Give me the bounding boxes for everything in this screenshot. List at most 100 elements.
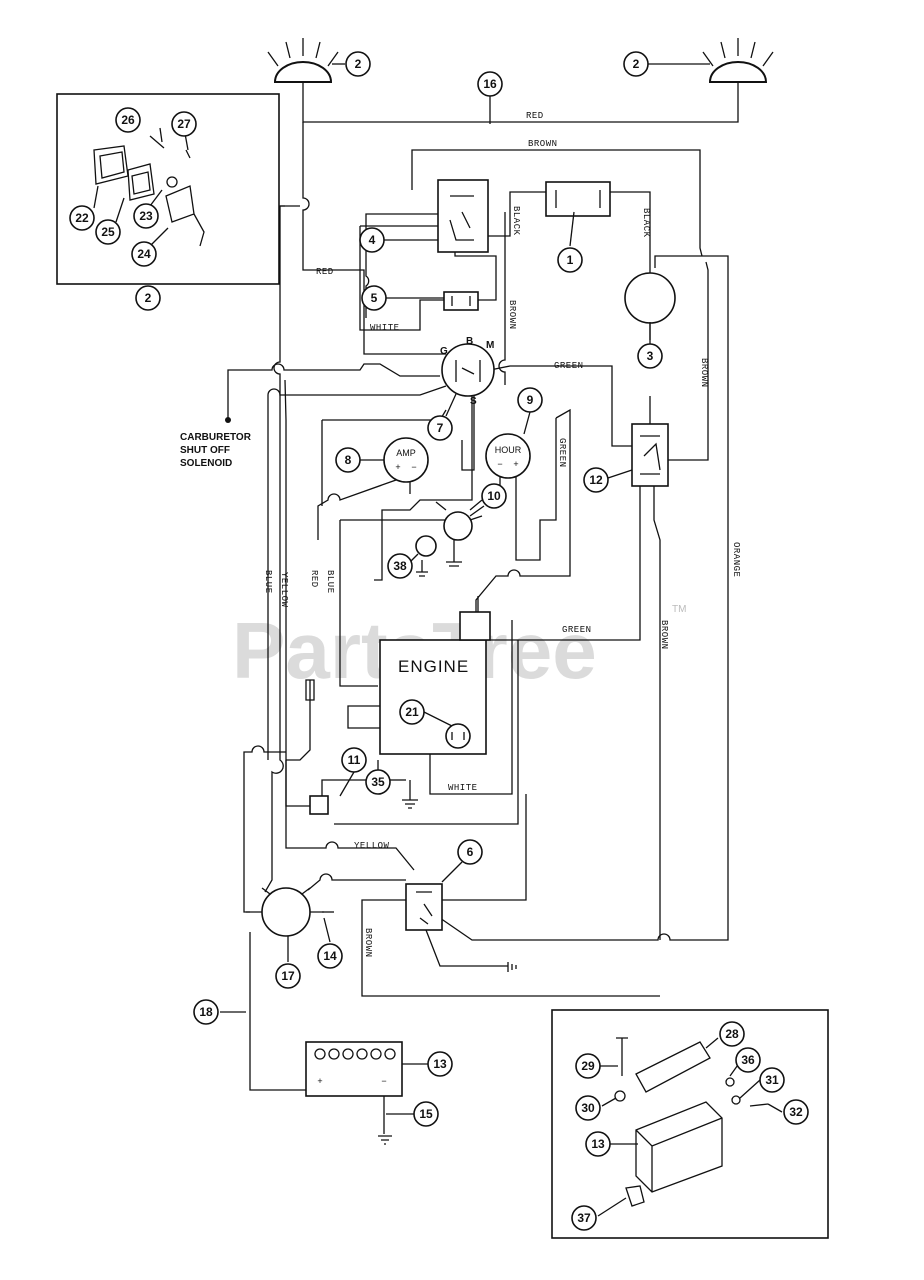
svg-text:29: 29 [581,1059,595,1073]
wire-label-yellow-left: YELLOW [279,572,289,608]
callout-36: 36 [735,1047,761,1073]
wire-label-white-bottom: WHITE [448,783,478,793]
callout-25: 25 [95,219,121,245]
svg-text:25: 25 [101,225,115,239]
svg-text:13: 13 [591,1137,605,1151]
wire-label-brown-top: BROWN [528,139,558,149]
svg-text:37: 37 [577,1211,591,1225]
wire-label-brown-engine: BROWN [659,620,669,650]
battery-pos: + [317,1076,322,1086]
svg-text:30: 30 [581,1101,595,1115]
svg-text:38: 38 [393,559,407,573]
svg-text:35: 35 [371,775,385,789]
battery-neg: − [381,1076,386,1086]
svg-text:15: 15 [419,1107,433,1121]
svg-text:3: 3 [647,349,654,363]
svg-text:16: 16 [483,77,497,91]
connector-part-5 [443,291,479,311]
svg-text:4: 4 [369,233,376,247]
svg-text:11: 11 [348,753,361,767]
ammeter-part-8: AMP + − [383,437,429,483]
wire-label-orange: ORANGE [731,542,741,577]
wire-label-brown-right: BROWN [699,358,709,388]
headlight-right [702,38,774,96]
callout-7: 7 [427,415,453,441]
svg-text:12: 12 [589,473,603,487]
callout-26: 26 [115,107,141,133]
callout-21: 21 [399,699,425,725]
svg-text:9: 9 [527,393,534,407]
wire-label-white-left: WHITE [370,323,400,333]
light-part-38 [415,535,437,557]
wire-label-green-engine: GREEN [562,625,592,635]
svg-text:36: 36 [741,1053,755,1067]
svg-text:24: 24 [137,247,151,261]
starter-generator-part-17 [261,887,311,937]
svg-text:14: 14 [323,949,337,963]
callout-12: 12 [583,467,609,493]
callout-16: 16 [477,71,503,97]
wire-label-black-a: BLACK [511,206,521,236]
callout-13: 13 [427,1051,453,1077]
hour-meter-part-9: HOUR − + [485,433,531,479]
light-switch-part-4 [437,179,489,253]
svg-text:26: 26 [121,113,135,127]
ignition-switch-part-7: G B M S [440,336,495,407]
horn-part-3 [624,272,676,324]
callout-6: 6 [457,839,483,865]
terminal-b-label: B [466,336,473,347]
callout-27: 27 [171,111,197,137]
callout-18: 18 [193,999,219,1025]
svg-text:32: 32 [789,1105,803,1119]
callout-15: 15 [413,1101,439,1127]
amp-plus: + [395,462,400,472]
callout-38: 38 [387,553,413,579]
callout-2-inset: 2 [135,285,161,311]
hour-label: HOUR [495,445,522,455]
callout-35: 35 [365,769,391,795]
wire-label-red-center: RED [309,570,319,588]
wire-label-green-mid: GREEN [554,361,584,371]
headlight-left [267,38,339,96]
callout-3: 3 [637,343,663,369]
terminal-m-label: M [486,340,494,351]
amp-minus: − [411,462,416,472]
callout-11: 11 [341,747,367,773]
amp-label: AMP [396,448,416,458]
callout-31: 31 [759,1067,785,1093]
wire-label-blue-center: BLUE [325,570,335,594]
svg-text:13: 13 [433,1057,447,1071]
svg-text:8: 8 [345,453,352,467]
callout-13-inset: 13 [585,1131,611,1157]
svg-text:6: 6 [467,845,474,859]
terminal-g-label: G [440,346,448,357]
callout-1: 1 [557,247,583,273]
wire-label-brown-bottom: BROWN [363,928,373,958]
callout-23: 23 [133,203,159,229]
callout-9: 9 [517,387,543,413]
callout-30: 30 [575,1095,601,1121]
wire-label-yellow-bottom: YELLOW [354,841,390,851]
fuse-holder-part-1 [545,181,611,217]
svg-text:1: 1 [567,253,574,267]
callout-29: 29 [575,1053,601,1079]
seat-switch-part-12 [631,423,669,487]
svg-text:10: 10 [487,489,501,503]
callout-4: 4 [359,227,385,253]
indicator-light-part-10 [443,511,473,541]
inset-headlight-parts [56,93,280,285]
callout-2-right: 2 [623,51,649,77]
wiring-lines [227,96,739,1145]
engine-block: ENGINE [379,611,491,755]
hour-minus: − [497,459,502,469]
svg-text:18: 18 [199,1005,213,1019]
carburetor-label-line3: SOLENOID [180,458,232,469]
wire-label-blue-left: BLUE [263,570,273,594]
svg-text:22: 22 [75,211,89,225]
callout-37: 37 [571,1205,597,1231]
fuel-solenoid-part-11 [309,795,329,815]
callout-24: 24 [131,241,157,267]
callout-28: 28 [719,1021,745,1047]
callout-2-left: 2 [345,51,371,77]
